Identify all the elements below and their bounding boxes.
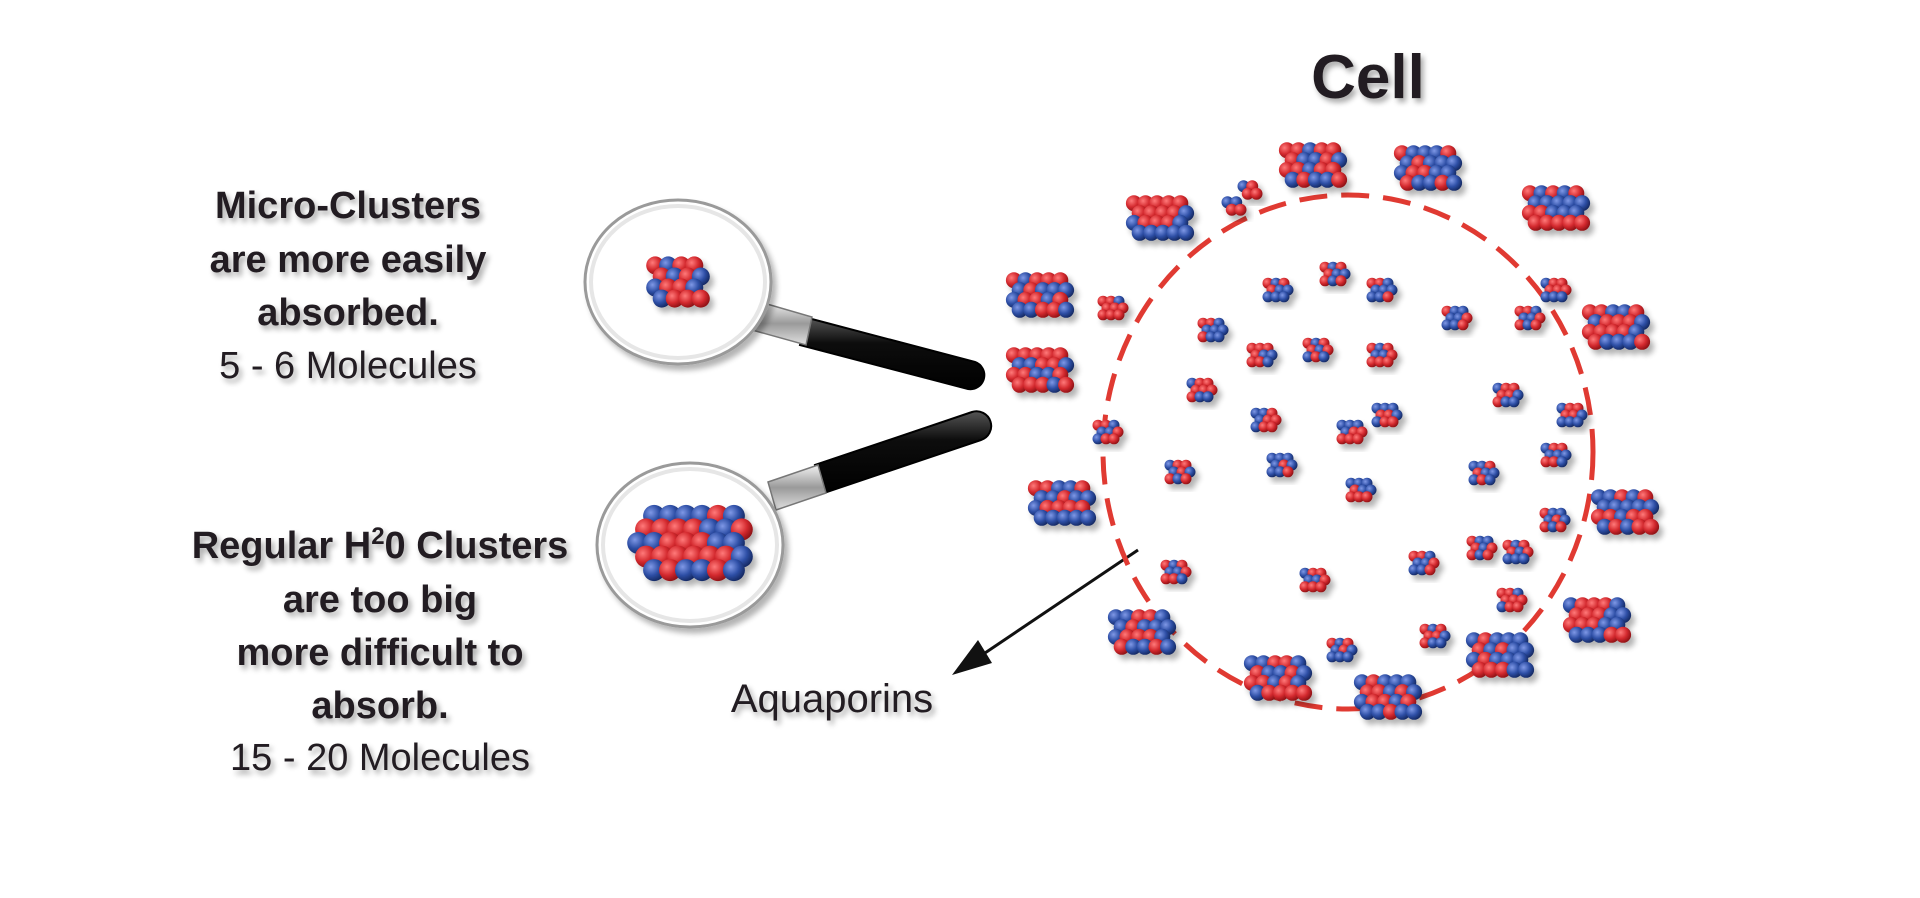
molecule-cluster [1408,550,1440,576]
regular-clusters-caption: Regular H20 Clusters are too big more di… [192,523,569,779]
molecule-cluster [1496,587,1528,613]
molecule-cluster [1466,535,1498,561]
molecule-cluster [1005,347,1075,393]
molecule-cluster [1468,460,1500,486]
molecule-cluster [627,504,753,582]
magnifying-glass-regular [595,410,993,629]
regular-cluster-magnified [627,504,753,582]
molecule-cluster [1345,477,1377,503]
molecule-cluster [1393,145,1463,191]
molecule-cluster [1492,382,1524,408]
micro-caption-line-1: Micro-Clusters [215,185,481,227]
regular-clusters-outside-cell [1005,142,1660,720]
molecule-cluster [1107,609,1177,655]
molecule-cluster [1502,539,1534,565]
molecule-cluster [1562,597,1632,643]
molecule-cluster [1441,305,1473,331]
molecule-cluster [1266,452,1298,478]
molecule-cluster [1465,632,1535,678]
molecule-cluster [1246,342,1278,368]
aquaporins-arrow [952,548,1139,675]
molecule-cluster [1186,377,1218,403]
handle [798,316,986,391]
molecule-cluster [1326,637,1358,663]
molecule-cluster [1197,317,1229,343]
molecule-cluster [1243,655,1313,701]
molecule-cluster [1160,559,1192,585]
micro-cluster-magnified [646,256,710,308]
cell-membrane [1100,192,1596,712]
molecule-cluster [1366,342,1398,368]
molecule-cluster [1540,442,1572,468]
regular-caption-line-2: are too big [283,579,477,621]
molecule-cluster [1164,459,1196,485]
molecule-cluster [1521,185,1591,231]
magnifying-glass-micro [583,198,986,391]
micro-clusters-caption: Micro-Clusters are more easily absorbed.… [210,185,487,387]
regular-caption-line-4: absorb. [311,685,448,727]
cell-title: Cell [1311,43,1425,112]
regular-caption-line-1: Regular H20 Clusters [192,523,569,567]
handle [813,410,993,495]
molecule-cluster [1319,261,1351,287]
molecule-cluster [1097,295,1129,321]
molecule-cluster [1336,419,1368,445]
molecule-cluster [1419,623,1451,649]
molecule-cluster [1590,489,1660,535]
molecule-cluster [1371,402,1403,428]
molecule-cluster [1278,142,1348,188]
molecule-cluster [1299,567,1331,593]
regular-molecule-count: 15 - 20 Molecules [230,737,530,779]
micro-caption-line-2: are more easily [210,239,487,281]
aquaporins-label: Aquaporins [731,677,933,721]
molecule-cluster [1353,674,1423,720]
molecule-cluster [1581,304,1651,350]
micro-clusters-inside-cell [1092,261,1588,663]
molecule-cluster [1262,277,1294,303]
molecule-cluster [1302,337,1334,363]
molecule-cluster [1221,196,1247,216]
collar [767,464,827,511]
molecule-cluster [646,256,710,308]
molecule-cluster [1250,407,1282,433]
molecule-cluster [1027,480,1097,526]
molecule-cluster [1092,419,1124,445]
molecule-cluster [1556,402,1588,428]
molecule-cluster [1514,305,1546,331]
molecule-cluster [1005,272,1075,318]
regular-caption-line-3: more difficult to [236,632,523,674]
micro-caption-line-3: absorbed. [257,292,439,334]
molecule-cluster [1539,507,1571,533]
molecule-cluster [1237,180,1263,200]
micro-molecule-count: 5 - 6 Molecules [219,345,477,387]
molecule-cluster [1540,277,1572,303]
molecule-cluster [1125,195,1195,241]
molecule-cluster [1366,277,1398,303]
